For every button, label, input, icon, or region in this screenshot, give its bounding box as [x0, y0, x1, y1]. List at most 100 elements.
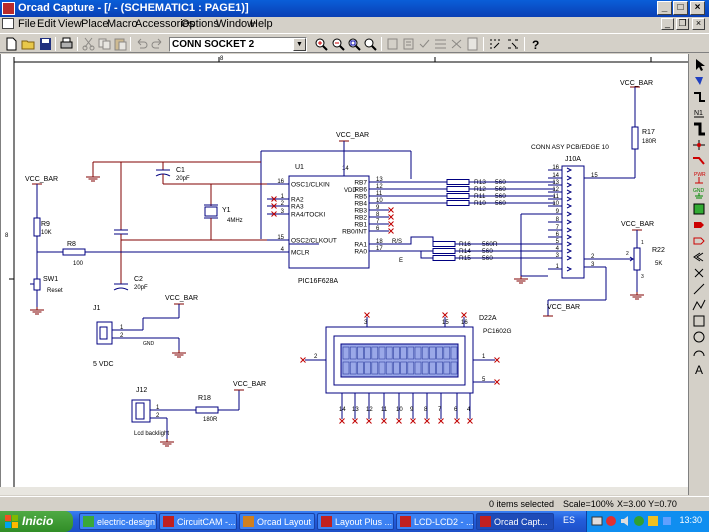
back-annotate-icon[interactable] — [401, 37, 416, 51]
taskbar-task-0[interactable]: electric-design — [79, 513, 157, 530]
tray-antivirus-icon[interactable] — [605, 515, 617, 527]
tray-volume-icon[interactable] — [619, 515, 631, 527]
cut-icon[interactable] — [81, 37, 96, 51]
place-junction-icon[interactable] — [691, 138, 707, 152]
menu-macro[interactable]: Macro — [107, 18, 138, 30]
c2-ref: C2 — [134, 276, 143, 283]
tray-network-icon[interactable] — [591, 515, 603, 527]
task-app-icon — [321, 516, 332, 527]
taskbar-task-4[interactable]: LCD-LCD2 - ... — [396, 513, 474, 530]
u1-pin-name: RA0 — [354, 249, 367, 256]
place-no-connect-icon[interactable] — [691, 266, 707, 280]
net-label-e: E — [399, 258, 403, 264]
j10a-contact — [566, 175, 573, 181]
menu-accessories[interactable]: Accessories — [135, 18, 195, 30]
place-hierarchical-pin-icon[interactable] — [691, 234, 707, 248]
zoom-out-icon[interactable] — [331, 37, 346, 51]
drc-icon[interactable] — [417, 37, 432, 51]
zoom-area-icon[interactable] — [347, 37, 362, 51]
bill-of-materials-icon[interactable] — [465, 37, 480, 51]
place-bus-icon[interactable] — [691, 122, 707, 136]
zoom-in-icon[interactable] — [314, 37, 329, 51]
lcd-right-pin-num: 1 — [482, 354, 486, 360]
no-connect-mark — [424, 418, 430, 424]
document-icon[interactable] — [2, 18, 14, 29]
j10a-pin2: 2 — [591, 254, 595, 260]
open-folder-icon[interactable] — [21, 37, 36, 51]
snap-to-grid-icon[interactable] — [487, 37, 502, 51]
tray-update-icon[interactable] — [647, 515, 659, 527]
part-combo[interactable]: CONN SOCKET 2 ▼ — [169, 37, 307, 52]
schematic-drawing[interactable]: 88U1PIC16F628AVDD14OSC1/CLKIN16RA21RA32R… — [1, 54, 689, 495]
place-port-icon[interactable] — [691, 218, 707, 232]
select-arrow-icon[interactable] — [691, 58, 707, 72]
save-icon[interactable] — [38, 37, 53, 51]
place-arc-icon[interactable] — [691, 346, 707, 360]
taskbar-task-5[interactable]: Orcad Capt... — [476, 513, 554, 530]
help-icon[interactable]: ? — [528, 37, 543, 51]
place-part-icon[interactable] — [691, 74, 707, 88]
close-button[interactable]: × — [690, 1, 705, 15]
menu-view[interactable]: View — [58, 18, 82, 30]
bus-entry-icon[interactable] — [691, 154, 707, 168]
clock[interactable]: 13:30 — [679, 515, 702, 525]
place-off-page-connector-icon[interactable] — [691, 250, 707, 264]
u1-pin-num: 3 — [281, 209, 285, 215]
mdi-close-button[interactable]: × — [692, 18, 705, 30]
place-wire-icon[interactable] — [691, 90, 707, 104]
place-ellipse-icon[interactable] — [691, 330, 707, 344]
menu-edit[interactable]: Edit — [37, 18, 56, 30]
tool-palette: N1 PWR GND A — [688, 54, 709, 495]
taskbar-task-2[interactable]: Orcad Layout — [239, 513, 315, 530]
taskbar-task-1[interactable]: CircuitCAM -... — [159, 513, 237, 530]
language-indicator[interactable]: ES — [563, 515, 576, 525]
place-text-icon[interactable]: A — [691, 362, 707, 376]
chevron-down-icon[interactable]: ▼ — [293, 38, 306, 51]
place-net-alias-icon[interactable]: N1 — [691, 106, 707, 120]
mdi-minimize-button[interactable]: _ — [661, 18, 674, 30]
task-label: CircuitCAM -... — [177, 517, 236, 527]
menu-place[interactable]: Place — [81, 18, 109, 30]
undo-icon[interactable] — [134, 37, 149, 51]
menu-help[interactable]: Help — [250, 18, 273, 30]
maximize-button[interactable]: □ — [673, 1, 688, 15]
netlist-icon[interactable] — [433, 37, 448, 51]
taskbar-task-3[interactable]: Layout Plus ... — [317, 513, 394, 530]
menu-window[interactable]: Window — [216, 18, 256, 30]
lcd-bottom-pin-num: 11 — [381, 407, 388, 413]
place-hierarchical-block-icon[interactable] — [691, 202, 707, 216]
u1-pin-num: 11 — [376, 191, 383, 197]
place-polyline-icon[interactable] — [691, 298, 707, 312]
lcd-bottom-pin-num: 6 — [454, 407, 458, 413]
lcd-char-cell — [436, 346, 443, 360]
menu-options[interactable]: Options — [181, 18, 219, 30]
system-tray: 13:30 — [586, 511, 709, 532]
j10a-pin-num: 7 — [556, 225, 560, 231]
no-connect-mark — [388, 214, 394, 220]
cross-reference-icon[interactable] — [449, 37, 464, 51]
place-line-icon[interactable] — [691, 282, 707, 296]
place-ground-icon[interactable]: GND — [691, 186, 707, 200]
tray-messenger-icon[interactable] — [633, 515, 645, 527]
mdi-restore-button[interactable]: ❐ — [676, 18, 689, 30]
lcd-char-cell — [450, 361, 458, 375]
horizontal-scrollbar[interactable] — [0, 487, 688, 495]
lcd-char-cell — [407, 346, 415, 360]
paste-icon[interactable] — [113, 37, 128, 51]
zoom-all-icon[interactable] — [363, 37, 378, 51]
copy-icon[interactable] — [97, 37, 112, 51]
print-icon[interactable] — [59, 37, 74, 51]
menu-file[interactable]: File — [18, 18, 36, 30]
orcad-app-icon[interactable] — [2, 2, 15, 15]
annotate-icon[interactable] — [385, 37, 400, 51]
new-file-icon[interactable] — [4, 37, 19, 51]
lcd-bottom-pin-num: 14 — [339, 407, 346, 413]
place-rectangle-icon[interactable] — [691, 314, 707, 328]
place-power-icon[interactable]: PWR — [691, 170, 707, 184]
tray-device-icon[interactable] — [661, 515, 673, 527]
minimize-button[interactable]: _ — [657, 1, 672, 15]
redo-icon[interactable] — [150, 37, 165, 51]
area-select-icon[interactable] — [506, 37, 521, 51]
start-button[interactable]: Inicio — [0, 511, 73, 532]
